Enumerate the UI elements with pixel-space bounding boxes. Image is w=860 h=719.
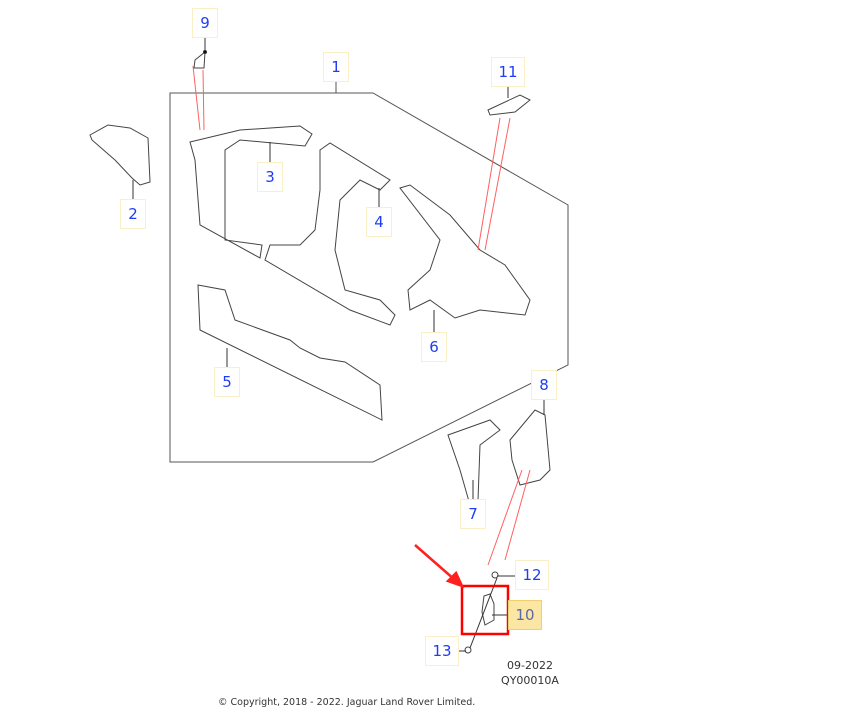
part-12	[491, 571, 499, 579]
part-6	[399, 184, 531, 319]
callout-13[interactable]: 13	[425, 636, 459, 666]
callout-1[interactable]: 1	[323, 52, 349, 82]
callout-8[interactable]: 8	[531, 370, 557, 400]
part-7	[447, 419, 501, 506]
callout-7[interactable]: 7	[460, 499, 486, 529]
callout-5[interactable]: 5	[214, 367, 240, 397]
part-5	[197, 284, 383, 421]
callout-4[interactable]: 4	[366, 207, 392, 237]
callout-2[interactable]: 2	[120, 199, 146, 229]
callout-12[interactable]: 12	[515, 560, 549, 590]
pointer-arrow	[414, 544, 465, 589]
copyright: © Copyright, 2018 - 2022. Jaguar Land Ro…	[218, 697, 476, 708]
callout-6[interactable]: 6	[421, 332, 447, 362]
part-3	[189, 125, 313, 259]
part-9	[193, 50, 206, 69]
part-11	[487, 94, 531, 116]
diagram-date: 09-2022	[507, 659, 553, 672]
callout-9[interactable]: 9	[192, 8, 218, 38]
part-13	[464, 646, 472, 654]
part-4	[264, 142, 396, 326]
callout-11[interactable]: 11	[491, 57, 525, 87]
part-2	[89, 124, 151, 186]
assembly-frame	[169, 92, 569, 463]
diagram-code: QY00010A	[501, 674, 559, 687]
callout-10[interactable]: 10	[508, 600, 542, 630]
callout-3[interactable]: 3	[257, 162, 283, 192]
part-10	[481, 593, 495, 626]
part-8	[509, 409, 551, 486]
